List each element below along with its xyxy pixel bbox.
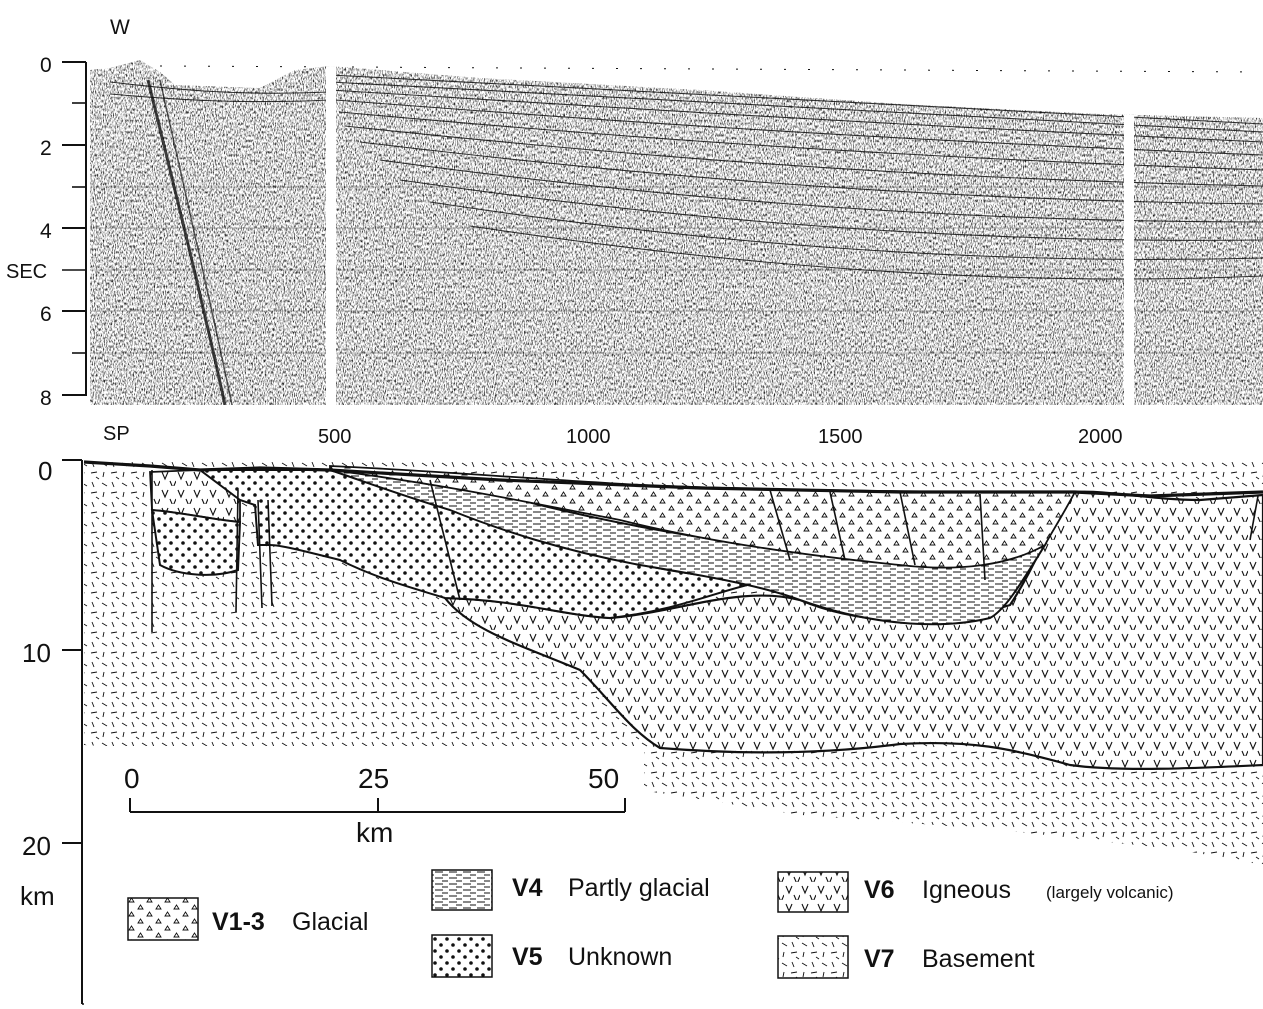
shotpoint-tick-label: 1000 — [566, 426, 611, 448]
legend-item-v6: V6 Igneous (largely volcanic) — [777, 871, 1174, 913]
time-ticks — [62, 61, 86, 396]
unit-v5-unknown — [150, 508, 242, 576]
scale-bar: 0 25 50 km — [124, 763, 626, 848]
time-axis-label: SEC — [6, 261, 47, 283]
legend-swatch-dashes — [431, 869, 493, 911]
legend-code: V5 — [512, 943, 543, 971]
depth-unit-label: km — [20, 881, 55, 911]
legend-swatch-dots — [431, 934, 493, 978]
scale-tick-label: 0 — [124, 763, 140, 794]
shotpoint-tick-label: 500 — [318, 426, 351, 448]
legend-code: V7 — [864, 945, 895, 973]
legend-name: Glacial — [292, 908, 368, 936]
time-tick-label: 6 — [40, 303, 52, 326]
scale-tick-label: 50 — [588, 763, 619, 794]
legend-item-v7: V7 Basement — [777, 935, 1035, 979]
depth-tick-label: 20 — [22, 831, 51, 861]
time-tick-label: 8 — [40, 387, 52, 410]
legend-note: (largely volcanic) — [1046, 883, 1174, 902]
legend-code: V4 — [512, 874, 543, 902]
depth-tick-label: 10 — [22, 638, 51, 668]
legend-code: V1-3 — [212, 908, 265, 936]
legend-swatch-triangles — [127, 897, 199, 941]
legend-name: Igneous — [922, 876, 1011, 904]
geologic-section: 0 10 20 km — [20, 456, 1263, 1006]
legend-swatch-vees — [777, 871, 849, 913]
legend-item-v5: V5 Unknown — [431, 934, 672, 978]
shotpoint-tick-label: 1500 — [818, 426, 863, 448]
legend-name: Partly glacial — [568, 874, 710, 902]
legend-code: V6 — [864, 876, 895, 904]
time-tick-label: 0 — [40, 54, 52, 77]
fault-lines — [151, 470, 1259, 632]
unit-v6-igneous — [442, 490, 1263, 770]
legend-item-v1-3: V1-3 Glacial — [127, 897, 368, 941]
time-tick-label: 2 — [40, 137, 52, 160]
scale-tick-label: 25 — [358, 763, 389, 794]
depth-tick-label: 0 — [38, 456, 52, 486]
seafloor-line — [83, 460, 1263, 498]
legend: V1-3 Glacial V4 Partly glacial V5 Unknow… — [127, 869, 1174, 979]
seismic-reflections — [90, 60, 1263, 405]
scale-unit-label: km — [356, 817, 393, 848]
seismic-panel: W 0 2 4 SEC 6 8 — [6, 16, 1263, 448]
time-tick-label: 4 — [40, 220, 52, 243]
shotpoint-tick-label: 2000 — [1078, 426, 1123, 448]
legend-name: Unknown — [568, 943, 672, 971]
legend-name: Basement — [922, 945, 1035, 973]
legend-swatch-ticks — [777, 935, 849, 979]
shotpoint-axis-label: SP — [103, 423, 130, 445]
legend-item-v4: V4 Partly glacial — [431, 869, 710, 911]
unit-v4-partly-glacial — [329, 469, 1048, 626]
direction-label: W — [110, 16, 130, 39]
